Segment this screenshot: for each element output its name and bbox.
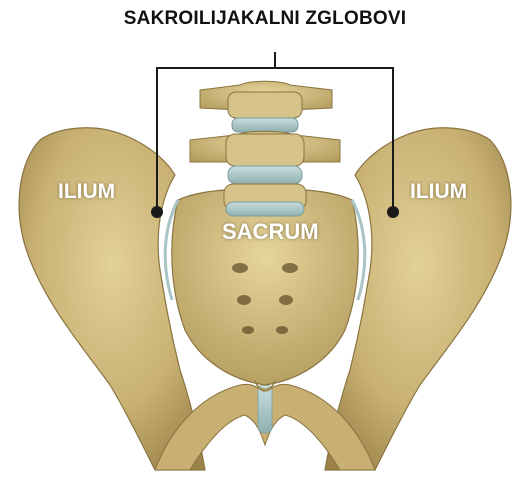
joint-marker-right	[387, 206, 399, 218]
diagram-title: SAKROILIJAKALNI ZGLOBOVI	[0, 8, 530, 30]
pubic-symphysis	[258, 385, 272, 433]
label-sacrum: SACRUM	[222, 219, 319, 245]
label-ilium-left: ILIUM	[58, 180, 115, 204]
label-ilium-right: ILIUM	[410, 180, 467, 204]
joint-marker-left	[151, 206, 163, 218]
